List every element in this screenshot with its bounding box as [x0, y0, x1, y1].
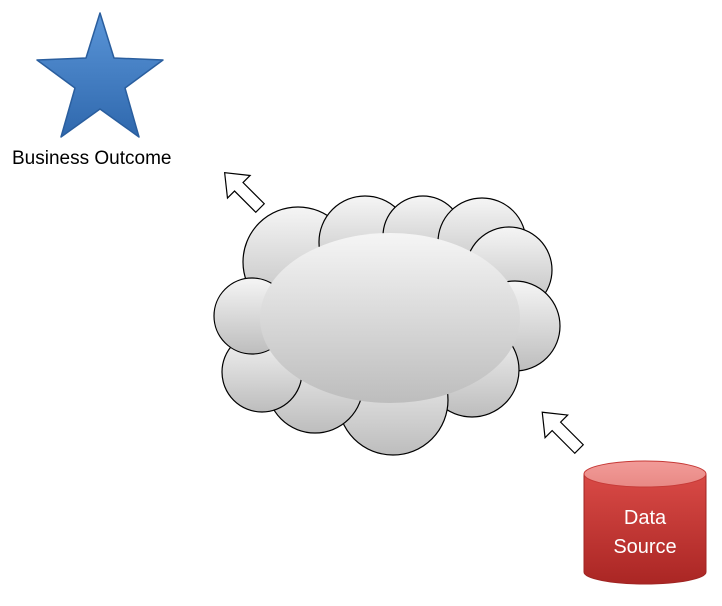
- database-cylinder-icon: [583, 460, 707, 585]
- data-source-label-line2: Source: [613, 536, 677, 558]
- business-outcome-label: Business Outcome: [12, 148, 172, 169]
- data-source-label-line1: Data: [623, 507, 667, 529]
- star-icon: [36, 12, 164, 138]
- cloud-icon: [213, 195, 561, 456]
- arrow-from-source-icon: [541, 411, 585, 455]
- arrow-to-outcome-icon: [223, 171, 266, 214]
- data-source-label: Data Source: [584, 504, 706, 562]
